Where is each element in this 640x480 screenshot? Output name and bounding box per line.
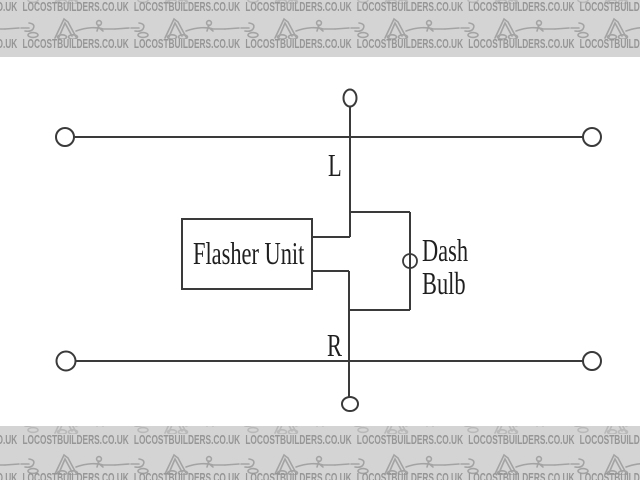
watermark-text-row: LOCOSTBUILDERS.CO.UK LOCOSTBUILDERS.CO.U… <box>0 470 640 480</box>
watermark-text: LOCOSTBUILDERS.CO.UK <box>0 36 18 51</box>
watermark-text: LOCOSTBUILDERS.CO.UK <box>356 470 464 480</box>
terminal-top-left <box>55 127 75 147</box>
watermark-text: LOCOSTBUILDERS.CO.UK <box>133 36 241 51</box>
watermark-text: LOCOSTBUILDERS.CO.UK <box>0 432 18 447</box>
terminal-bottom-right <box>582 351 602 371</box>
watermark-text: LOCOSTBUILDERS.CO.UK <box>468 0 575 14</box>
left-indicator-label: L <box>328 147 342 183</box>
watermark-text: LOCOSTBUILDERS.CO.UK <box>133 0 241 14</box>
watermark-text: LOCOSTBUILDERS.CO.UK <box>579 36 640 51</box>
dash-bulb-circle <box>402 253 418 269</box>
watermark-text: LOCOSTBUILDERS.CO.UK <box>133 470 241 480</box>
watermark-text: LOCOSTBUILDERS.CO.UK <box>22 0 129 14</box>
watermark-text: LOCOSTBUILDERS.CO.UK <box>468 470 575 480</box>
watermark-text: LOCOSTBUILDERS.CO.UK <box>579 432 640 447</box>
watermark-text: LOCOSTBUILDERS.CO.UK <box>356 0 464 14</box>
watermark-text: LOCOSTBUILDERS.CO.UK <box>0 0 18 14</box>
watermark-text: LOCOSTBUILDERS.CO.UK <box>245 36 352 51</box>
terminal-top-right <box>582 127 602 147</box>
watermark-band-top: LOCOSTBUILDERS.CO.UK LOCOSTBUILDERS.CO.U… <box>0 0 640 57</box>
watermark-text: LOCOSTBUILDERS.CO.UK <box>22 36 129 51</box>
dash-bulb-label: Dash Bulb <box>422 232 469 301</box>
watermark-text-row: LOCOSTBUILDERS.CO.UK LOCOSTBUILDERS.CO.U… <box>0 0 640 14</box>
watermark-text: LOCOSTBUILDERS.CO.UK <box>245 0 352 14</box>
flasher-unit-label: Flasher Unit <box>193 235 305 271</box>
terminal-bottom-center <box>341 396 359 412</box>
flasher-unit-box <box>181 218 313 290</box>
watermark-text: LOCOSTBUILDERS.CO.UK <box>22 432 129 447</box>
watermark-text: LOCOSTBUILDERS.CO.UK <box>245 432 352 447</box>
watermark-text: LOCOSTBUILDERS.CO.UK <box>356 432 464 447</box>
watermark-text: LOCOSTBUILDERS.CO.UK <box>579 470 640 480</box>
terminal-bottom-left <box>55 350 77 372</box>
watermark-band-bottom: LOCOSTBUILDERS.CO.UK LOCOSTBUILDERS.CO.U… <box>0 426 640 480</box>
watermark-text-row: LOCOSTBUILDERS.CO.UK LOCOSTBUILDERS.CO.U… <box>0 36 640 51</box>
watermark-text: LOCOSTBUILDERS.CO.UK <box>579 0 640 14</box>
watermark-text: LOCOSTBUILDERS.CO.UK <box>356 36 464 51</box>
watermark-text: LOCOSTBUILDERS.CO.UK <box>0 470 18 480</box>
watermark-text: LOCOSTBUILDERS.CO.UK <box>22 470 129 480</box>
watermark-text: LOCOSTBUILDERS.CO.UK <box>245 470 352 480</box>
right-indicator-label: R <box>327 327 342 363</box>
terminal-top-center <box>342 88 358 108</box>
watermark-text-row: LOCOSTBUILDERS.CO.UK LOCOSTBUILDERS.CO.U… <box>0 432 640 447</box>
watermark-text: LOCOSTBUILDERS.CO.UK <box>468 432 575 447</box>
watermark-text: LOCOSTBUILDERS.CO.UK <box>133 432 241 447</box>
watermark-text: LOCOSTBUILDERS.CO.UK <box>468 36 575 51</box>
